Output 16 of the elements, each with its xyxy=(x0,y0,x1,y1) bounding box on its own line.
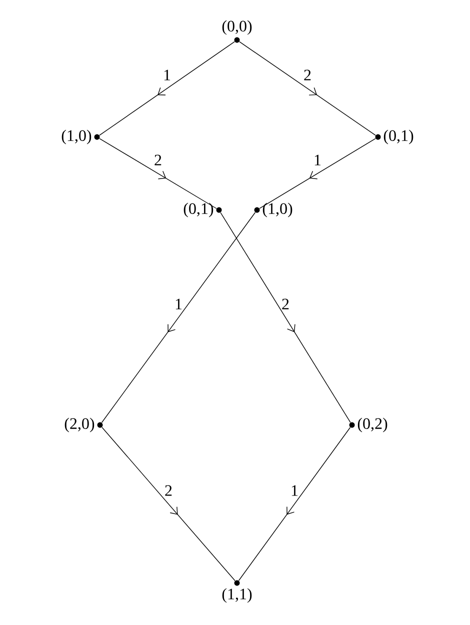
edge-label: 1 xyxy=(164,70,170,80)
edge-label: 1 xyxy=(176,298,182,310)
vertex-label: (0,1) xyxy=(184,202,214,218)
edge-label: 1 xyxy=(314,154,321,166)
edge-label: 2 xyxy=(282,298,289,310)
edge-label: 1 xyxy=(292,485,298,496)
edge-label: 2 xyxy=(304,70,311,80)
vertex-label: (0,0) xyxy=(222,20,252,35)
vertex-label: (1,1) xyxy=(222,588,252,603)
vertex-label: (1,0) xyxy=(262,202,292,218)
vertex-label: (0,2) xyxy=(358,418,388,432)
edge-label: 2 xyxy=(154,154,162,166)
vertex-label: (0,1) xyxy=(384,130,414,144)
vertex-label: (2,0) xyxy=(64,418,94,432)
vertex-label: (1,0) xyxy=(62,130,92,144)
edge-label: 2 xyxy=(165,485,172,496)
